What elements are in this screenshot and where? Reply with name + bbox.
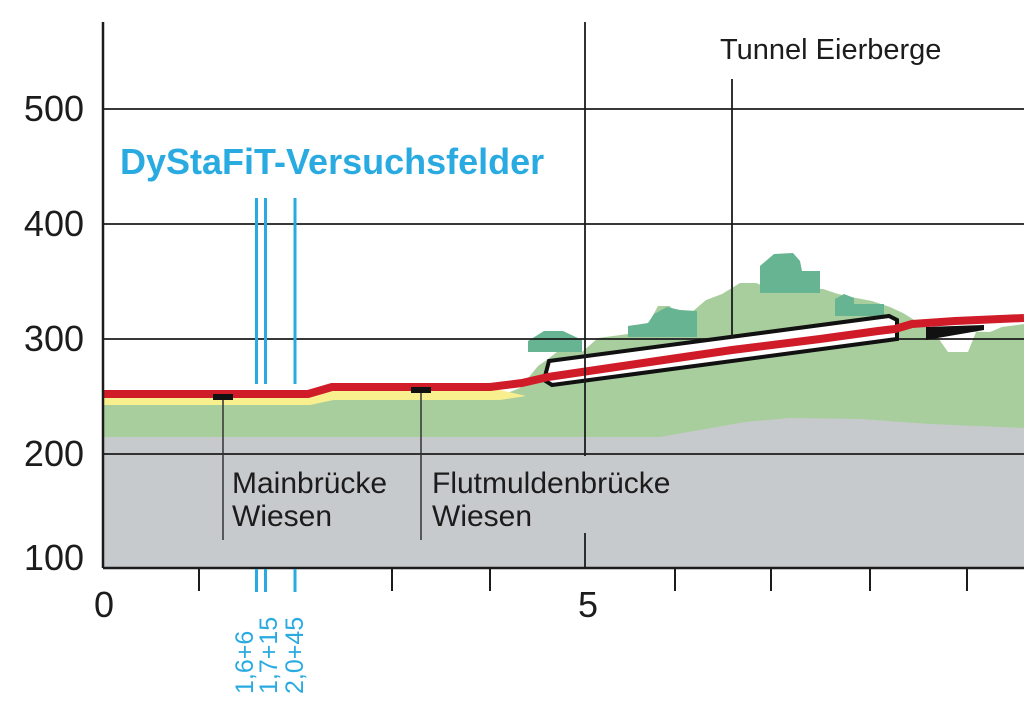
main-bridge-label-line1: Mainbrücke (232, 467, 387, 500)
y-label-200: 200 (24, 433, 84, 474)
tunnel-label: Tunnel Eierberge (720, 34, 941, 66)
x-label-0: 0 (94, 584, 114, 625)
darkgreen-hill-4 (835, 294, 884, 316)
darkgreen-hill-3 (760, 253, 820, 293)
darkgreen-hill-2 (628, 307, 697, 337)
dystafit-label: DyStaFiT-Versuchsfelder (120, 141, 544, 182)
station-label-3: 2,0+45 (281, 617, 309, 694)
x-label-5: 5 (578, 584, 598, 625)
y-label-100: 100 (24, 537, 84, 578)
y-label-400: 400 (24, 203, 84, 244)
station-label-2: 1,7+15 (255, 617, 283, 694)
darkgreen-hill-1 (528, 331, 582, 352)
valley-notch (934, 332, 976, 352)
gallery-structure (926, 325, 984, 340)
flood-bridge-label-line1: Flutmuldenbrücke (432, 467, 670, 500)
flood-bridge-marker (411, 387, 431, 393)
subsoil-gray-area (103, 418, 1024, 568)
main-bridge-marker (213, 394, 233, 400)
y-label-300: 300 (24, 318, 84, 359)
gradient-line (103, 314, 1024, 398)
station-label-1: 1,6+6 (231, 631, 259, 694)
main-bridge-label-line2: Wiesen (232, 500, 332, 533)
flood-bridge-label-line2: Wiesen (432, 500, 532, 533)
y-label-500: 500 (24, 88, 84, 129)
